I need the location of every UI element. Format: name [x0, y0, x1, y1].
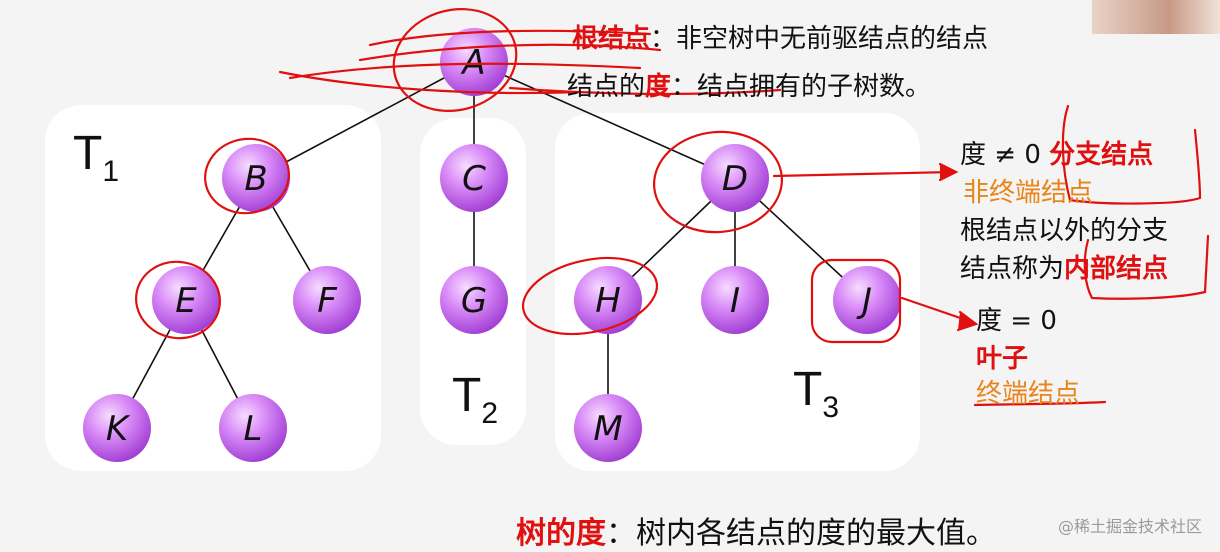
node-l: L: [219, 394, 287, 462]
degree-desc: 结点拥有的子树数。: [697, 72, 932, 102]
red-circle-e: [135, 260, 221, 340]
node-g: G: [440, 266, 508, 334]
leaf-term: 叶子: [976, 344, 1029, 374]
node-ball-l: [219, 394, 287, 462]
node-ball-g: [440, 266, 508, 334]
watermark: @稀土掘金技术社区: [1057, 517, 1202, 536]
arrow-d-note: [772, 170, 954, 178]
node-ball-c: [440, 144, 508, 212]
node-label-m: M: [593, 409, 622, 449]
node-ball-a: [440, 28, 508, 96]
branch-condition: 度 ≠ 0: [960, 140, 1041, 170]
red-bracket-internal: [1083, 234, 1210, 300]
node-label-c: C: [462, 159, 486, 199]
node-b: B: [222, 144, 290, 212]
node-ball-f: [293, 266, 361, 334]
subtree-label-t2: T2: [452, 369, 499, 430]
node-ball-m: [574, 394, 642, 462]
node-ball-i: [701, 266, 769, 334]
node-ball-b: [222, 144, 290, 212]
internal-line-2: 结点称为内部结点: [960, 248, 1168, 285]
node-ball-e: [152, 266, 220, 334]
degree-term: 度: [645, 72, 672, 102]
node-c: C: [440, 144, 508, 212]
arrowhead-d-note: [938, 162, 959, 182]
degree-prefix: 结点的: [567, 72, 646, 102]
leaf-condition: 度 = 0: [976, 306, 1057, 336]
node-ball-j: [833, 266, 901, 334]
node-ball-d: [701, 144, 769, 212]
degree-definition: 结点的度：结点拥有的子树数。: [567, 66, 931, 103]
node-ball-h: [574, 266, 642, 334]
node-i: I: [701, 266, 769, 334]
edge-a-d: [473, 61, 736, 179]
tree-degree-definition: 树的度：树内各结点的度的最大值。: [516, 508, 996, 552]
internal-line-1: 根结点以外的分支: [960, 216, 1169, 246]
red-scribble-a: [278, 29, 782, 96]
webcam-overlay: [1092, 0, 1220, 34]
root-desc: 非空树中无前驱结点的结点: [676, 24, 989, 54]
node-label-k: K: [106, 409, 131, 449]
node-label-i: I: [730, 281, 740, 321]
node-e: E: [152, 266, 220, 334]
red-box-j: [810, 258, 902, 344]
node-label-g: G: [461, 281, 487, 321]
node-label-d: D: [722, 159, 748, 199]
branch-term: 分支结点: [1049, 140, 1154, 170]
terminal-term: 终端结点: [976, 379, 1081, 409]
tree-degree-term: 树的度: [516, 516, 606, 551]
red-circle-a: [392, 8, 518, 112]
non-terminal-term: 非终端结点: [963, 178, 1094, 208]
internal-term: 内部结点: [1064, 254, 1169, 284]
root-term: 根结点: [572, 24, 651, 54]
subtree-label-t3: T3: [793, 363, 840, 424]
node-h: H: [574, 266, 642, 334]
red-bracket-branch: [1061, 104, 1202, 205]
subtree-label-t1: T1: [73, 127, 120, 188]
node-label-f: F: [317, 281, 337, 321]
root-definition: 根结点：非空树中无前驱结点的结点: [572, 18, 988, 55]
node-label-e: E: [175, 281, 197, 321]
node-k: K: [83, 394, 151, 462]
orange-underline-leaf: [973, 400, 1107, 407]
red-circle-b: [204, 137, 290, 215]
branch-condition-line: 度 ≠ 0 分支结点: [960, 134, 1153, 171]
node-d: D: [701, 144, 769, 212]
node-a: A: [440, 28, 508, 96]
root-sep: ：: [650, 24, 677, 54]
node-ball-k: [83, 394, 151, 462]
degree-sep: ：: [671, 72, 698, 102]
node-label-h: H: [595, 281, 621, 321]
tree-degree-desc: 树内各结点的度的最大值。: [636, 516, 996, 551]
node-f: F: [293, 266, 361, 334]
node-label-l: L: [244, 409, 263, 449]
node-m: M: [574, 394, 642, 462]
node-j: J: [833, 266, 901, 334]
tree-degree-sep: ：: [606, 516, 636, 551]
red-circle-h: [521, 256, 659, 336]
edge-a-b: [255, 61, 475, 179]
arrowhead-j-note: [956, 310, 979, 332]
node-label-b: B: [244, 159, 267, 199]
internal-prefix: 结点称为: [960, 254, 1065, 284]
